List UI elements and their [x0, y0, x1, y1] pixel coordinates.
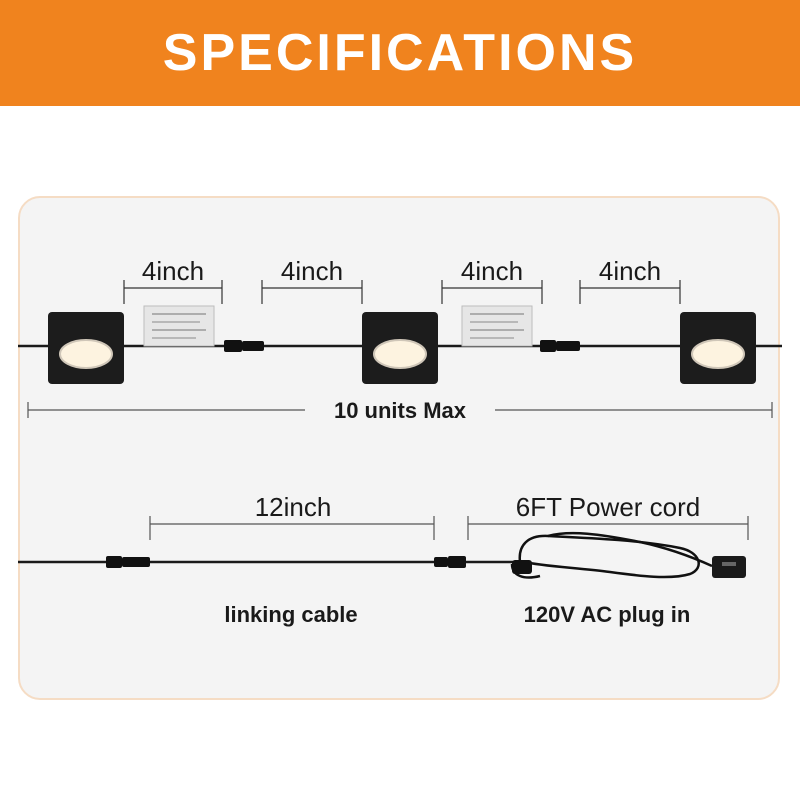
puck-light-3	[680, 312, 756, 384]
linking-cable-caption: linking cable	[224, 602, 358, 627]
spacing-label-4: 4inch	[598, 256, 662, 286]
spacing-label-3: 4inch	[460, 256, 524, 286]
puck-light-1	[48, 312, 124, 384]
power-plug-caption: 120V AC plug in	[523, 602, 691, 627]
spacing-label-2: 4inch	[280, 256, 344, 286]
power-length-label: 6FT Power cord	[515, 492, 701, 522]
diagram-panel	[18, 196, 780, 700]
dimension-line-3	[441, 280, 543, 304]
dimension-line-2	[261, 280, 363, 304]
dimension-line-12inch	[149, 516, 435, 540]
connector-top-1	[224, 340, 264, 352]
connector-linking-left	[106, 556, 150, 568]
header-banner: SPECIFICATIONS	[0, 0, 800, 106]
dimension-line-6ft	[467, 516, 749, 540]
connector-top-2	[540, 340, 580, 352]
adhesive-tape-2	[461, 305, 533, 347]
dimension-line-4	[579, 280, 681, 304]
ac-plug	[712, 556, 746, 578]
inline-switch	[512, 560, 532, 574]
linking-length-label: 12inch	[254, 492, 332, 522]
puck-light-2	[362, 312, 438, 384]
adhesive-tape-1	[143, 305, 215, 347]
power-cord	[510, 531, 713, 579]
connector-linking-right	[434, 556, 466, 568]
page-title: SPECIFICATIONS	[162, 24, 638, 82]
units-max-label: 10 units Max	[333, 398, 467, 423]
dimension-line-1	[123, 280, 223, 304]
spacing-label-1: 4inch	[141, 256, 205, 286]
units-max-line	[27, 402, 773, 418]
